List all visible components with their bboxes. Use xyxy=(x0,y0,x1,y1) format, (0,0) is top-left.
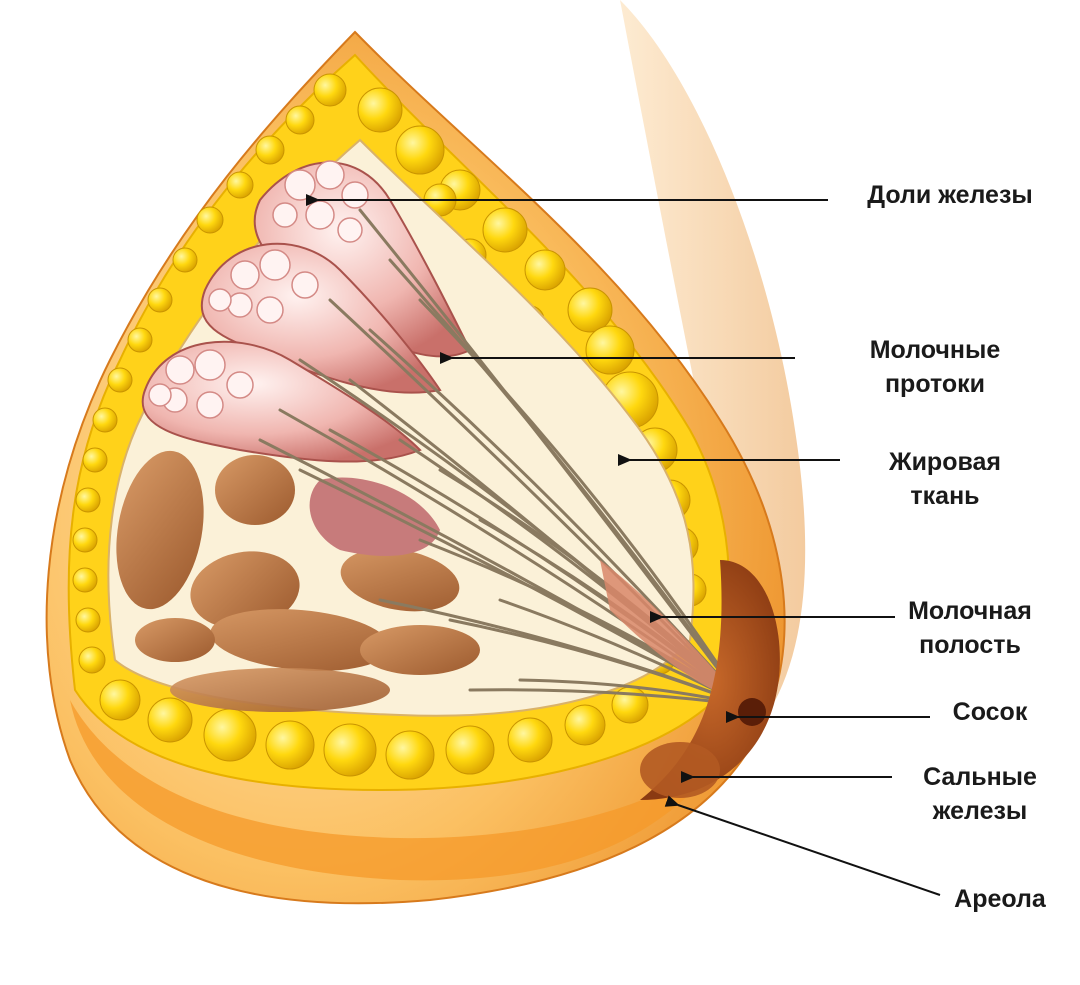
label-line: Жировая xyxy=(888,448,1002,476)
label-line: полость xyxy=(919,631,1021,659)
label-fat-tissue: Жировая ткань xyxy=(845,445,1045,513)
gland-lobes xyxy=(141,160,472,463)
label-line: протоки xyxy=(884,370,986,398)
nipple xyxy=(738,698,766,726)
label-line: Молочные xyxy=(869,336,1001,364)
label-milk-cavity: Молочная полость xyxy=(865,594,1075,662)
label-line: Доли железы xyxy=(867,181,1033,209)
sebaceous-gland xyxy=(640,742,720,798)
label-milk-ducts: Молочные протоки xyxy=(820,333,1050,401)
label-sebaceous-glands: Сальные железы xyxy=(880,760,1080,828)
label-nipple: Сосок xyxy=(930,695,1050,729)
label-line: Молочная xyxy=(908,597,1032,625)
label-line: ткань xyxy=(910,482,980,510)
label-line: железы xyxy=(932,797,1028,825)
leader-areola xyxy=(664,795,941,896)
connective-tissue xyxy=(116,450,480,712)
label-line: Сальные xyxy=(923,763,1037,791)
label-line: Ареола xyxy=(954,885,1046,913)
label-gland-lobes: Доли железы xyxy=(835,178,1065,212)
milk-cavity xyxy=(600,560,740,700)
label-areola: Ареола xyxy=(930,882,1070,916)
label-line: Сосок xyxy=(952,698,1028,726)
areola xyxy=(640,560,780,800)
